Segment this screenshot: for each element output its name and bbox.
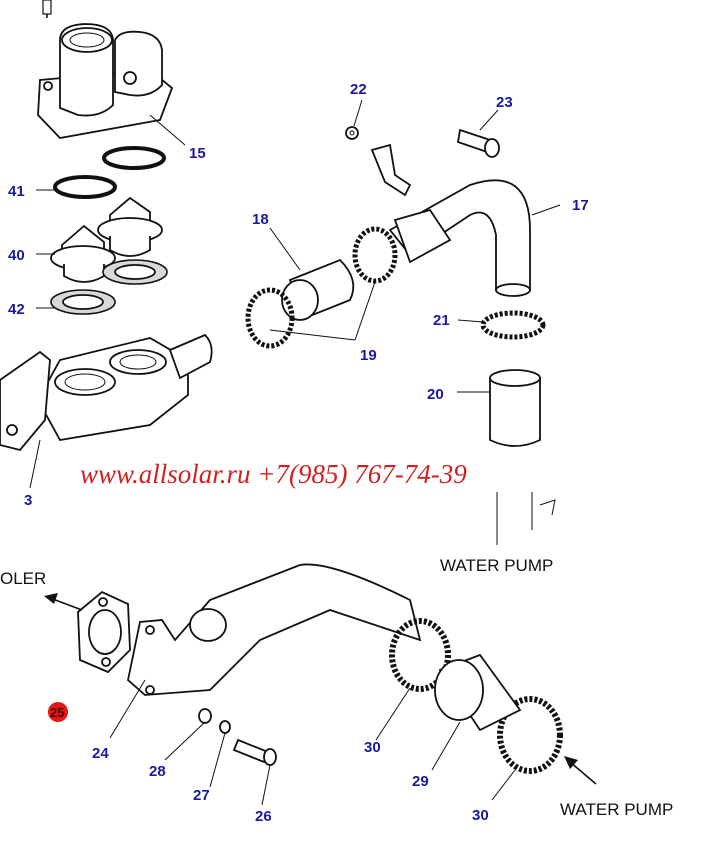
clamp-19: [245, 226, 398, 349]
part-number-40: 40: [8, 247, 25, 264]
hose-18: [281, 258, 355, 321]
thermostat-cover: [37, 0, 174, 139]
thermostat-housing: [0, 333, 213, 452]
part-number-21: 21: [433, 312, 450, 329]
clamp-21: [480, 310, 546, 340]
part-number-41: 41: [8, 183, 25, 200]
arrow-to-cooler: [44, 593, 83, 611]
part-number-29: 29: [412, 773, 429, 790]
part-number-30-upper: 30: [364, 739, 381, 756]
part-number-42: 42: [8, 301, 25, 318]
part-number-22: 22: [350, 81, 367, 98]
part-number-26: 26: [255, 808, 272, 825]
part-number-25: 25: [50, 705, 64, 720]
pipe-20: [489, 369, 541, 447]
pump-connection-top: [496, 492, 556, 545]
part-number-19: 19: [360, 347, 377, 364]
bracket-22: [345, 126, 500, 197]
gasket-42: [50, 259, 168, 315]
part-number-18: 18: [252, 211, 269, 228]
washers-bolt: [198, 708, 277, 766]
leader-lines: [29, 99, 561, 806]
pipe-17: [388, 179, 531, 297]
clamp-30: [389, 618, 563, 774]
o-ring-41: [53, 146, 166, 199]
part-number-20: 20: [427, 386, 444, 403]
part-number-23: 23: [496, 94, 513, 111]
watermark: www.allsolar.ru +7(985) 767-74-39: [80, 459, 467, 489]
hose-29: [434, 653, 522, 732]
part-number-24: 24: [92, 745, 109, 762]
part-number-30-lower: 30: [472, 807, 489, 824]
arrow-from-water-pump: [564, 756, 597, 785]
gasket-25: [77, 590, 131, 674]
part-number-15: 15: [189, 145, 206, 162]
cooler-label-partial: OLER: [0, 569, 46, 588]
water-pump-label-top: WATER PUMP: [440, 556, 553, 575]
pipe-24: [127, 563, 422, 696]
part-number-17: 17: [572, 197, 589, 214]
part-number-27: 27: [193, 787, 210, 804]
water-pump-label-bottom: WATER PUMP: [560, 800, 673, 819]
thermostat-40: [50, 196, 163, 283]
highlight-badge-25: 25: [48, 702, 68, 722]
part-number-28: 28: [149, 763, 166, 780]
part-number-3: 3: [24, 492, 32, 509]
